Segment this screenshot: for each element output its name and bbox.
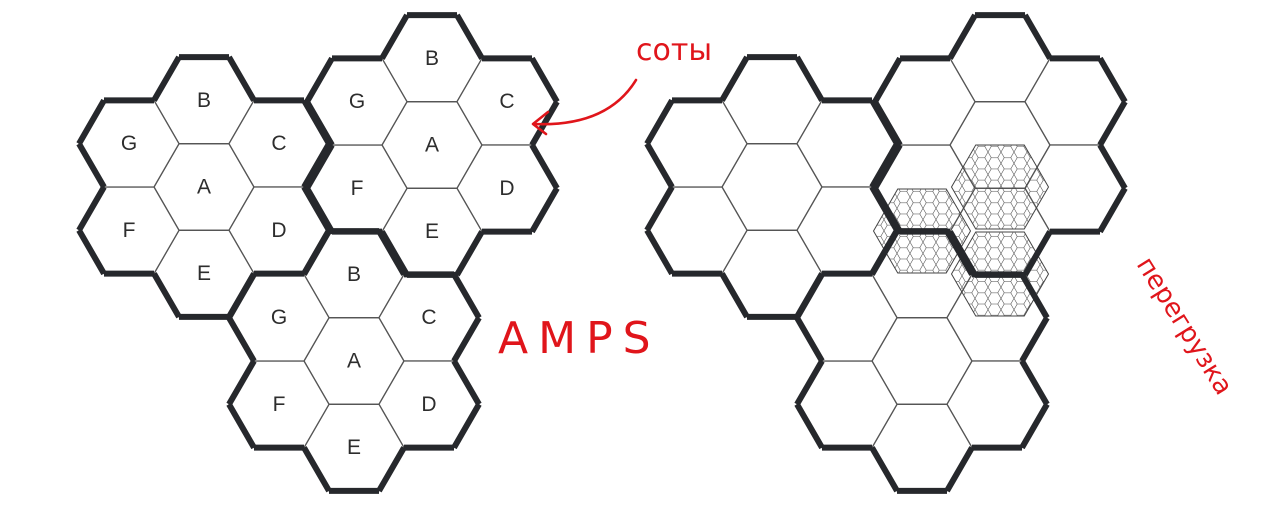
cell-label-a: A (425, 134, 439, 157)
cell-label-b: B (197, 89, 211, 112)
overload-note-annotation: перегрузка (1130, 252, 1238, 401)
cell-label-g: G (349, 90, 365, 113)
right-cluster-edge (1097, 100, 1128, 147)
left-cluster-edge (529, 143, 560, 190)
right-cluster-edge (794, 402, 825, 450)
cell-label-g: G (121, 132, 137, 155)
right-cluster-edge (1019, 316, 1050, 363)
left-cluster-edge (226, 55, 257, 102)
right-cluster-edge (944, 229, 975, 276)
cell-label-a: A (347, 350, 361, 373)
cells-note-annotation: соты (531, 33, 712, 136)
left-cluster-edge (304, 186, 335, 234)
amps-annotation: AMPS (498, 313, 661, 364)
right-cluster-edge (869, 229, 900, 276)
right-cluster-edge (644, 98, 675, 146)
cell-label-b: B (347, 263, 361, 286)
left-cluster-edge (376, 229, 407, 276)
amps-label: AMPS (498, 313, 661, 364)
right-cluster-edge (869, 446, 900, 493)
left-cluster-edge (151, 272, 182, 319)
split-cell-microcells (950, 144, 1050, 230)
right-cluster-edge (794, 55, 825, 102)
left-cluster-edge (226, 272, 257, 320)
left-cluster-edge (301, 229, 332, 276)
cell-label-a: A (197, 176, 211, 199)
cell-label-e: E (425, 220, 439, 243)
right-cluster-edge (872, 186, 903, 234)
overload-note-text: перегрузка (1130, 252, 1238, 401)
left-cluster-edge (304, 100, 335, 147)
left-cluster-outlines (76, 12, 560, 494)
right-cluster-edge (794, 359, 825, 406)
cell-label-f: F (351, 177, 364, 200)
cell-label-d: D (421, 393, 436, 416)
right-cluster-edge (872, 143, 903, 190)
cell-label-d: D (499, 177, 514, 200)
left-cluster-edge (226, 402, 257, 450)
right-cluster-edge (644, 228, 675, 276)
left-cluster-diagram: A B C D E F G A B C D E F G A B C D E F G (76, 12, 560, 494)
cell-label-g: G (271, 306, 287, 329)
left-cluster-edge (151, 55, 182, 102)
cell-label-e: E (347, 436, 361, 459)
right-cluster-edge (872, 100, 903, 147)
left-cluster-edge (304, 143, 335, 190)
left-cluster-edge (451, 402, 482, 450)
left-cluster-edge (301, 142, 332, 189)
right-cluster-edge (794, 272, 825, 320)
right-cluster-edge (719, 272, 750, 319)
right-cluster-edge (1022, 230, 1053, 277)
left-cluster-edge (451, 272, 482, 320)
left-cluster-edge (529, 186, 560, 234)
left-cluster-edge (76, 98, 107, 146)
right-cluster-edge (719, 55, 750, 102)
cells-note-text: соты (636, 33, 712, 68)
cell-label-b: B (425, 47, 439, 70)
left-cluster-edge (451, 316, 482, 363)
left-cluster-edge (379, 13, 410, 60)
left-cluster-edge (454, 13, 485, 60)
cell-label-e: E (197, 262, 211, 285)
right-cluster-edge (869, 142, 900, 189)
cells-note-arrow (531, 78, 638, 136)
left-cluster-edge (451, 359, 482, 406)
cell-label-c: C (421, 306, 436, 329)
right-cluster-edge (1097, 143, 1128, 190)
left-cluster-edge (226, 316, 257, 363)
left-cluster-edge (226, 359, 257, 406)
right-cluster-edge (947, 13, 978, 60)
cell-label-c: C (499, 90, 514, 113)
right-cluster-edge (872, 56, 903, 104)
left-cluster-edge (529, 56, 560, 104)
left-cell-labels: A B C D E F G A B C D E F G A B C D E F G (121, 47, 515, 459)
left-cluster-edge (376, 446, 407, 493)
right-cluster-edge (1097, 186, 1128, 234)
cell-label-c: C (271, 132, 286, 155)
right-cluster-edge (944, 446, 975, 493)
right-cluster-edge (1019, 402, 1050, 450)
right-cluster-edge (644, 185, 675, 232)
right-cluster-outlines (644, 12, 1128, 494)
cell-label-d: D (271, 219, 286, 242)
left-cluster-edge (304, 56, 335, 104)
right-overload-diagram (644, 12, 1128, 494)
right-cluster-edge (1019, 272, 1050, 320)
left-cluster-edge (76, 185, 107, 232)
right-cluster-edge (1019, 359, 1050, 406)
left-cluster-edge (454, 230, 485, 277)
cell-label-f: F (273, 393, 286, 416)
left-cluster-edge (76, 228, 107, 276)
right-cluster-edge (1022, 13, 1053, 60)
cell-label-f: F (123, 219, 136, 242)
right-cluster-edge (794, 316, 825, 363)
left-cell-grid (78, 14, 558, 492)
left-cluster-edge (301, 446, 332, 493)
right-cluster-edge (644, 142, 675, 189)
left-cluster-edge (76, 142, 107, 189)
right-cluster-edge (1097, 56, 1128, 104)
